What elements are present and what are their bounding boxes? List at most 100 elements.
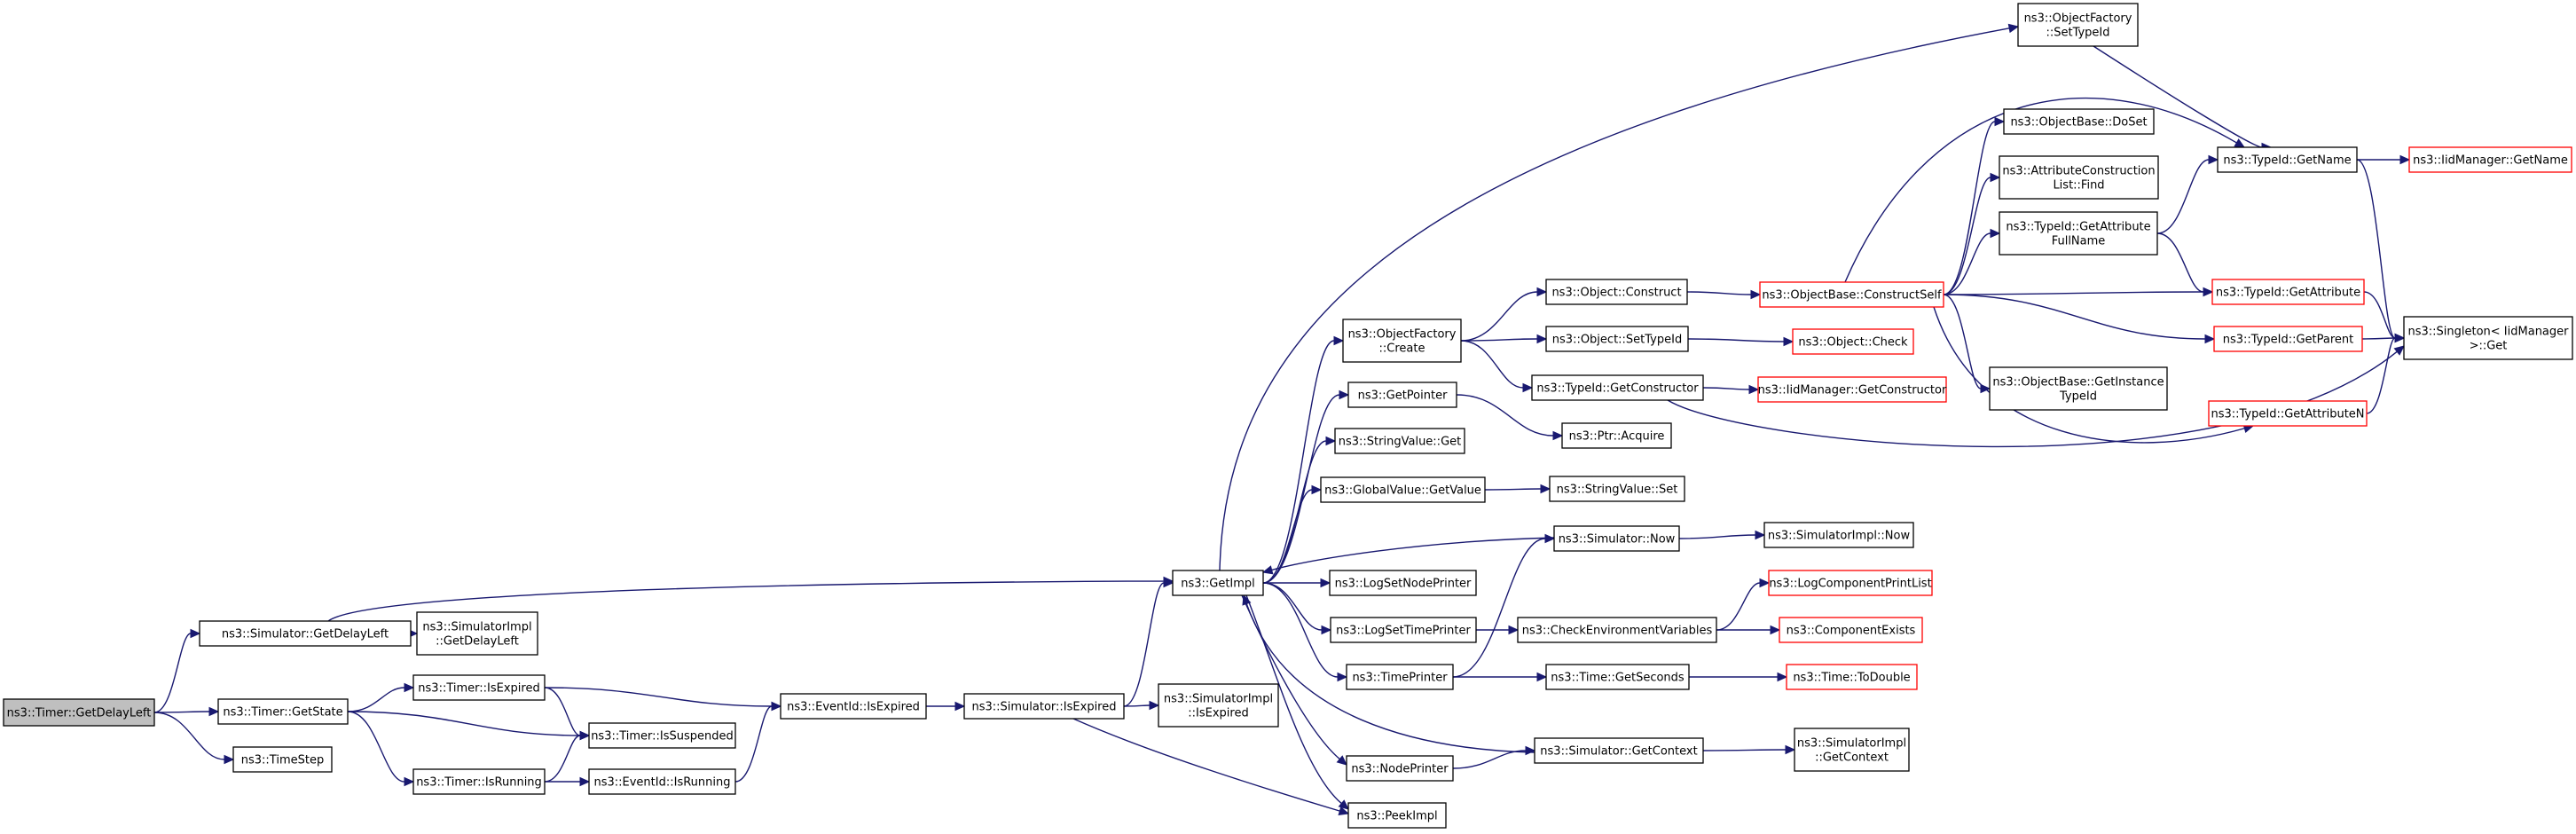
node-label: ns3::CheckEnvironmentVariables <box>1522 625 1713 638</box>
call-edge <box>734 701 782 783</box>
node-type-id-get-attribute[interactable]: ns3::TypeId::GetAttribute <box>2211 279 2365 305</box>
node-sim-impl-get-delay-left[interactable]: ns3::SimulatorImpl::GetDelayLeft <box>416 611 538 656</box>
node-component-exists[interactable]: ns3::ComponentExists <box>1779 617 1923 643</box>
node-get-impl[interactable]: ns3::GetImpl <box>1172 570 1264 596</box>
node-log-set-time-printer[interactable]: ns3::LogSetTimePrinter <box>1330 617 1477 643</box>
node-box <box>963 693 1125 720</box>
arrowhead-icon <box>1759 578 1771 588</box>
arrowhead-icon <box>1536 672 1548 682</box>
node-timer-is-suspended[interactable]: ns3::Timer::IsSuspended <box>588 722 736 749</box>
call-edge <box>347 711 591 741</box>
node-time-printer[interactable]: ns3::TimePrinter <box>1346 664 1454 690</box>
edge-line <box>1123 704 1151 707</box>
node-object-check[interactable]: ns3::Object::Check <box>1792 328 1914 355</box>
edge-line <box>1460 291 1538 342</box>
node-get-pointer[interactable]: ns3::GetPointer <box>1347 382 1457 408</box>
node-object-construct[interactable]: ns3::Object::Construct <box>1545 279 1688 305</box>
node-string-value-get[interactable]: ns3::StringValue::Get <box>1334 428 1465 454</box>
node-box <box>1999 211 2158 256</box>
node-singleton-get[interactable]: ns3::Singleton< IidManager >::Get <box>2403 316 2573 360</box>
node-iid-mgr-get-name[interactable]: ns3::IidManager::GetName <box>2408 146 2572 173</box>
node-type-id-get-constructor[interactable]: ns3::TypeId::GetConstructor <box>1531 374 1704 401</box>
node-root[interactable]: ns3::Timer::GetDelayLeft <box>3 698 155 727</box>
node-box <box>217 698 349 725</box>
node-label: ::IsExpired <box>1188 707 1248 720</box>
node-label: ::GetContext <box>1815 751 1889 765</box>
call-edge <box>2156 154 2219 234</box>
node-iid-mgr-get-constructor[interactable]: ns3::IidManager::GetConstructor <box>1757 376 1947 403</box>
node-object-set-type-id[interactable]: ns3::Object::SetTypeId <box>1545 326 1689 352</box>
node-obj-base-do-set[interactable]: ns3::ObjectBase::DoSet <box>2003 108 2155 135</box>
edge-line <box>1262 582 1339 678</box>
edge-line <box>1241 594 1340 760</box>
node-box <box>1768 570 1933 596</box>
node-label: ns3::EventId::IsExpired <box>787 701 920 714</box>
node-time-step[interactable]: ns3::TimeStep <box>232 746 333 773</box>
arrowhead-icon <box>2208 154 2219 165</box>
node-box <box>1347 802 1447 829</box>
edge-line <box>2156 159 2210 234</box>
call-edge <box>1453 672 1548 682</box>
node-box <box>1545 279 1688 305</box>
arrowhead-icon <box>1536 287 1548 297</box>
node-type-id-get-attribute-n[interactable]: ns3::TypeId::GetAttributeN <box>2208 400 2368 427</box>
call-edge <box>1452 745 1536 769</box>
arrowhead-icon <box>1339 389 1350 400</box>
edge-line <box>1702 749 1787 751</box>
node-label: ns3::Singleton< IidManager <box>2407 326 2569 339</box>
edge-line <box>1460 340 1524 389</box>
node-sim-get-context[interactable]: ns3::Simulator::GetContext <box>1534 737 1704 764</box>
arrowhead-icon <box>404 682 415 693</box>
node-type-id-get-parent[interactable]: ns3::TypeId::GetParent <box>2213 326 2363 352</box>
node-type-id-get-name[interactable]: ns3::TypeId::GetName <box>2217 146 2358 173</box>
node-box <box>1329 570 1477 596</box>
node-box <box>1158 683 1279 728</box>
node-obj-base-construct-self[interactable]: ns3::ObjectBase::ConstructSelf <box>1759 281 1944 308</box>
node-label: ns3::IidManager::GetConstructor <box>1758 384 1947 397</box>
node-sim-impl-is-expired[interactable]: ns3::SimulatorImpl::IsExpired <box>1158 683 1279 728</box>
node-check-env-vars[interactable]: ns3::CheckEnvironmentVariables <box>1517 617 1717 643</box>
node-node-printer[interactable]: ns3::NodePrinter <box>1346 755 1454 782</box>
arrowhead-icon <box>1325 436 1337 446</box>
node-sim-impl-now[interactable]: ns3::SimulatorImpl::Now <box>1763 522 1914 548</box>
node-time-get-seconds[interactable]: ns3::Time::GetSeconds <box>1545 664 1690 690</box>
node-peek-impl[interactable]: ns3::PeekImpl <box>1347 802 1447 829</box>
node-global-value-get-value[interactable]: ns3::GlobalValue::GetValue <box>1320 476 1486 503</box>
node-time-to-double[interactable]: ns3::Time::ToDouble <box>1786 664 1918 690</box>
node-box <box>1347 382 1457 408</box>
node-log-set-node-printer[interactable]: ns3::LogSetNodePrinter <box>1329 570 1477 596</box>
node-ptr-acquire[interactable]: ns3::Ptr::Acquire <box>1561 422 1672 449</box>
node-timer-is-expired[interactable]: ns3::Timer::IsExpired <box>412 674 546 701</box>
arrowhead-icon <box>1163 578 1174 588</box>
node-obj-factory-create[interactable]: ns3::ObjectFactory::Create <box>1342 319 1462 363</box>
node-obj-factory-set-type-id[interactable]: ns3::ObjectFactory::SetTypeId <box>2017 3 2139 47</box>
edge-line <box>1219 28 2010 571</box>
node-sim-get-delay-left[interactable]: ns3::Simulator::GetDelayLeft <box>199 620 412 647</box>
arrowhead-icon <box>579 730 591 741</box>
node-timer-is-running[interactable]: ns3::Timer::IsRunning <box>412 768 546 795</box>
edge-line <box>327 580 1165 622</box>
arrowhead-icon <box>954 701 966 712</box>
node-event-id-is-expired[interactable]: ns3::EventId::IsExpired <box>780 693 927 720</box>
node-log-comp-print-list[interactable]: ns3::LogComponentPrintList <box>1768 570 1933 596</box>
node-simulator-now[interactable]: ns3::Simulator::Now <box>1553 525 1680 552</box>
node-sim-impl-get-context[interactable]: ns3::SimulatorImpl::GetContext <box>1794 728 1910 772</box>
node-box <box>1759 281 1944 308</box>
node-string-value-set[interactable]: ns3::StringValue::Set <box>1549 476 1685 502</box>
call-edge <box>545 776 591 787</box>
arrowhead-icon <box>1522 382 1534 393</box>
node-timer-get-state[interactable]: ns3::Timer::GetState <box>217 698 349 725</box>
node-label: ns3::ObjectBase::DoSet <box>2010 116 2147 130</box>
edge-line <box>1943 294 1982 389</box>
node-box <box>232 746 333 773</box>
node-label: ns3::StringValue::Get <box>1339 436 1461 449</box>
edge-line <box>1452 750 1527 769</box>
call-edge <box>1261 537 1555 575</box>
node-event-id-is-running[interactable]: ns3::EventId::IsRunning <box>588 768 736 795</box>
node-sim-is-expired[interactable]: ns3::Simulator::IsExpired <box>963 693 1125 720</box>
node-box <box>1334 428 1465 454</box>
node-label: ns3::SimulatorImpl <box>1797 737 1906 751</box>
